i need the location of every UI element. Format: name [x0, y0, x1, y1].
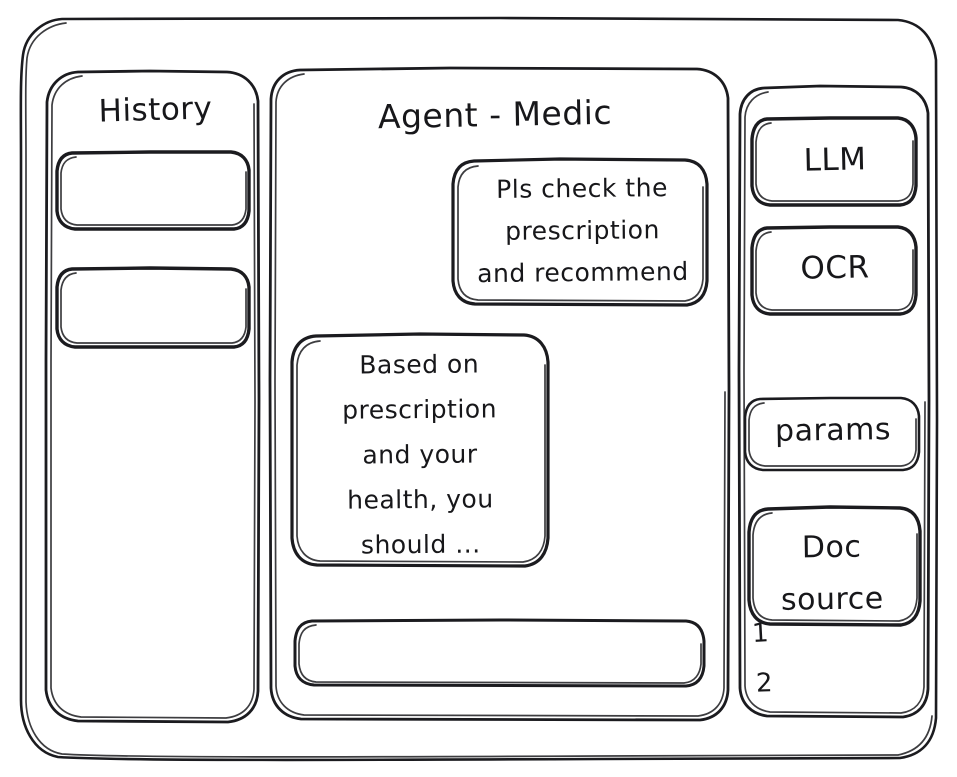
tool-params-outline[interactable] [743, 396, 921, 472]
agent-panel-outline [268, 66, 731, 722]
composer-input-outline[interactable] [293, 618, 706, 688]
assistant-message-text: Based on prescription and your health, y… [342, 349, 498, 560]
tool-ocr-outline[interactable] [750, 225, 918, 316]
window-frame [19, 16, 939, 762]
tool-llm-label[interactable]: LLM [803, 141, 867, 179]
user-message-bubble-outline [451, 157, 709, 307]
doc-source-outline[interactable] [747, 505, 922, 627]
history-item-1-outline[interactable] [55, 150, 251, 231]
tool-llm-outline[interactable] [750, 116, 918, 207]
history-panel-title: History [98, 90, 213, 130]
tool-params-label[interactable]: params [774, 412, 892, 449]
page-title: Agent - Medic [377, 92, 613, 137]
doc-source-label[interactable]: Doc source [780, 529, 884, 618]
history-panel-outline [44, 69, 261, 724]
tool-ocr-label[interactable]: OCR [800, 249, 870, 287]
tools-panel-outline [737, 84, 931, 719]
user-message-text: Pls check the prescription and recommend [477, 173, 689, 289]
doc-source-item-1[interactable]: 1 [751, 618, 770, 650]
history-item-2-outline[interactable] [55, 266, 251, 349]
assistant-message-bubble-outline [290, 332, 550, 568]
doc-source-item-2[interactable]: 2 [755, 668, 774, 699]
